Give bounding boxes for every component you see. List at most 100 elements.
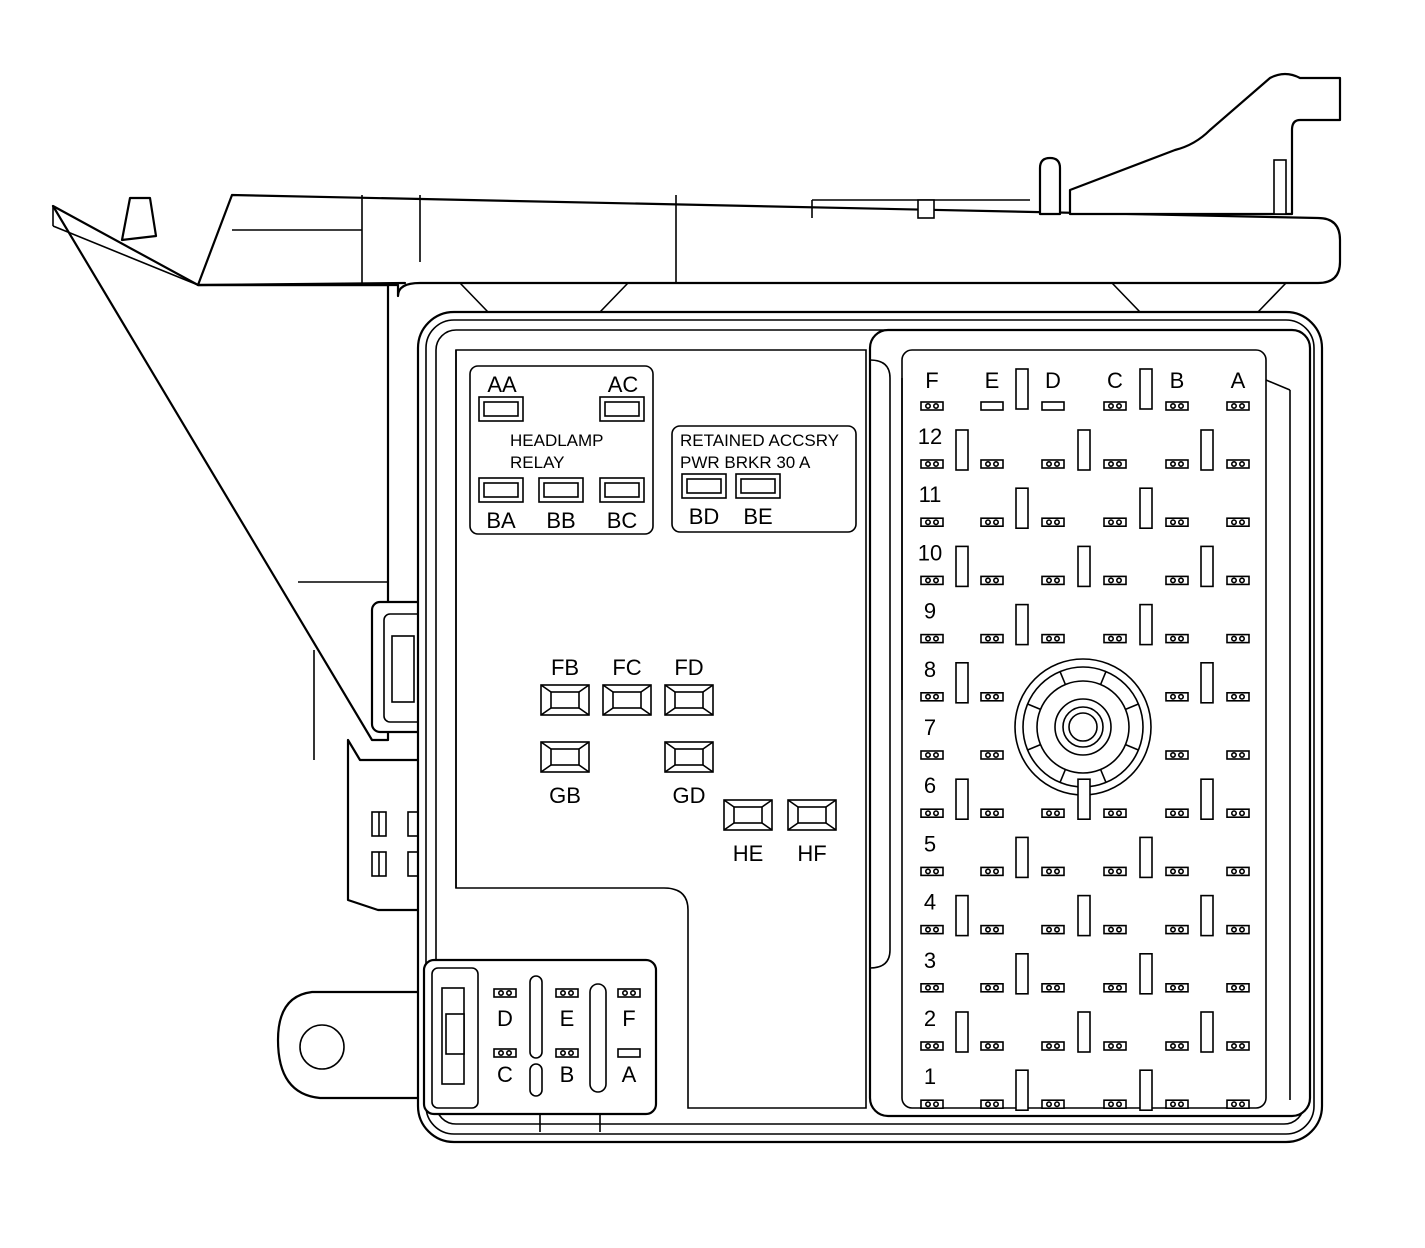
pin-r3-c5 bbox=[1226, 982, 1250, 993]
connector-hub bbox=[1014, 658, 1152, 796]
label-panel bbox=[455, 349, 867, 1109]
row-label-5: 5 bbox=[924, 831, 936, 856]
pin-r2-c1 bbox=[980, 1041, 1004, 1051]
blade-r8-4 bbox=[1200, 661, 1214, 704]
terminal-bc bbox=[599, 477, 645, 503]
pin-r3-c4 bbox=[1165, 982, 1189, 993]
blade-r10-0 bbox=[955, 545, 969, 588]
terminal-bd bbox=[681, 473, 727, 499]
terminal-fb bbox=[540, 684, 590, 716]
pin-r6-c4 bbox=[1165, 808, 1189, 819]
pin-r1-c5 bbox=[1226, 1099, 1250, 1109]
pin-r9-c4 bbox=[1165, 633, 1189, 644]
pin-r3-c3 bbox=[1103, 982, 1127, 993]
small-label-d: D bbox=[497, 1006, 513, 1031]
row-label-9: 9 bbox=[924, 599, 936, 624]
pin-header-3 bbox=[1103, 401, 1127, 411]
pin-r3-c2 bbox=[1041, 982, 1065, 993]
mounting-ear bbox=[276, 990, 422, 1100]
pin-r4-c5 bbox=[1226, 924, 1250, 935]
blade-r5-3 bbox=[1139, 836, 1153, 879]
terminal-fc bbox=[602, 684, 652, 716]
small-label-f: F bbox=[622, 1006, 635, 1031]
row-label-6: 6 bbox=[924, 773, 936, 798]
pin-r4-c2 bbox=[1041, 924, 1065, 935]
pin-r8-c1 bbox=[980, 691, 1004, 702]
column-label-e: E bbox=[985, 368, 1000, 393]
pin-r11-c5 bbox=[1226, 517, 1250, 528]
terminal-aa bbox=[478, 396, 524, 422]
pin-r6-c0 bbox=[920, 808, 944, 819]
pin-r2-c5 bbox=[1226, 1041, 1250, 1051]
center-terminals bbox=[540, 684, 837, 831]
blade-r4-4 bbox=[1200, 894, 1214, 937]
left-bracket bbox=[51, 196, 390, 760]
terminal-hf bbox=[787, 799, 837, 831]
blade-r12-2 bbox=[1077, 429, 1091, 471]
blade-r6-4 bbox=[1200, 778, 1214, 821]
blade-header-e bbox=[1015, 368, 1029, 410]
relay-1-title-line2: RELAY bbox=[510, 453, 565, 472]
top-cover bbox=[196, 72, 1342, 313]
pin-r9-c1 bbox=[980, 633, 1004, 644]
relay-2-title-line2: PWR BRKR 30 A bbox=[680, 453, 811, 472]
column-label-c: C bbox=[1107, 368, 1123, 393]
small-label-c-bottom: C bbox=[497, 1062, 513, 1087]
terminal-label-ac: AC bbox=[608, 372, 639, 397]
row-label-1: 1 bbox=[924, 1064, 936, 1089]
relay-terminals bbox=[478, 396, 781, 503]
terminal-he bbox=[723, 799, 773, 831]
pin-r9-c2 bbox=[1041, 633, 1065, 644]
pin-r8-c4 bbox=[1165, 691, 1189, 702]
pin-r7-c5 bbox=[1226, 750, 1250, 760]
blade-r4-0 bbox=[955, 894, 969, 937]
pin-r1-c0 bbox=[920, 1099, 944, 1109]
pin-r11-c1 bbox=[980, 517, 1004, 528]
pin-r10-c4 bbox=[1165, 575, 1189, 586]
blade-r3-1 bbox=[1015, 952, 1029, 995]
row-label-8: 8 bbox=[924, 657, 936, 682]
terminal-label-bd: BD bbox=[689, 504, 720, 529]
small-label-b-bottom: B bbox=[560, 1062, 575, 1087]
small-blade-2 bbox=[529, 1063, 543, 1097]
small-pin-b bbox=[555, 1048, 579, 1058]
blade-r1-3 bbox=[1139, 1069, 1153, 1111]
small-label-e: E bbox=[560, 1006, 575, 1031]
pin-r1-c2 bbox=[1041, 1099, 1065, 1109]
blade-r12-4 bbox=[1200, 429, 1214, 471]
blade-r2-2 bbox=[1077, 1011, 1091, 1053]
blade-r4-2 bbox=[1077, 894, 1091, 937]
terminal-label-aa: AA bbox=[487, 372, 517, 397]
terminal-label-he: HE bbox=[733, 841, 764, 866]
blade-r10-4 bbox=[1200, 545, 1214, 588]
blade-r11-1 bbox=[1015, 487, 1029, 530]
large-connector-pins bbox=[920, 368, 1250, 1111]
column-label-b: B bbox=[1170, 368, 1185, 393]
terminal-label-fc: FC bbox=[612, 655, 641, 680]
pin-r2-c2 bbox=[1041, 1041, 1065, 1051]
pin-r3-c1 bbox=[980, 982, 1004, 993]
terminal-label-bc: BC bbox=[607, 508, 638, 533]
column-label-f: F bbox=[925, 368, 938, 393]
pin-r9-c3 bbox=[1103, 633, 1127, 644]
pin-r7-c4 bbox=[1165, 750, 1189, 760]
pin-r12-c3 bbox=[1103, 459, 1127, 469]
pin-r7-c0 bbox=[920, 750, 944, 760]
pin-r1-c3 bbox=[1103, 1099, 1127, 1109]
blade-r2-4 bbox=[1200, 1011, 1214, 1053]
terminal-label-fd: FD bbox=[674, 655, 703, 680]
pin-header-5 bbox=[1226, 401, 1250, 411]
terminal-fd bbox=[664, 684, 714, 716]
pin-r4-c1 bbox=[980, 924, 1004, 935]
pin-r9-c5 bbox=[1226, 633, 1250, 644]
pin-r5-c3 bbox=[1103, 866, 1127, 877]
pin-r10-c2 bbox=[1041, 575, 1065, 586]
row-label-3: 3 bbox=[924, 948, 936, 973]
blade-r2-0 bbox=[955, 1011, 969, 1053]
terminal-label-be: BE bbox=[743, 504, 772, 529]
pin-r4-c0 bbox=[920, 924, 944, 935]
pin-r6-c3 bbox=[1103, 808, 1127, 819]
pin-r12-c0 bbox=[920, 459, 944, 469]
pin-header-2 bbox=[1041, 401, 1065, 411]
row-label-2: 2 bbox=[924, 1006, 936, 1031]
